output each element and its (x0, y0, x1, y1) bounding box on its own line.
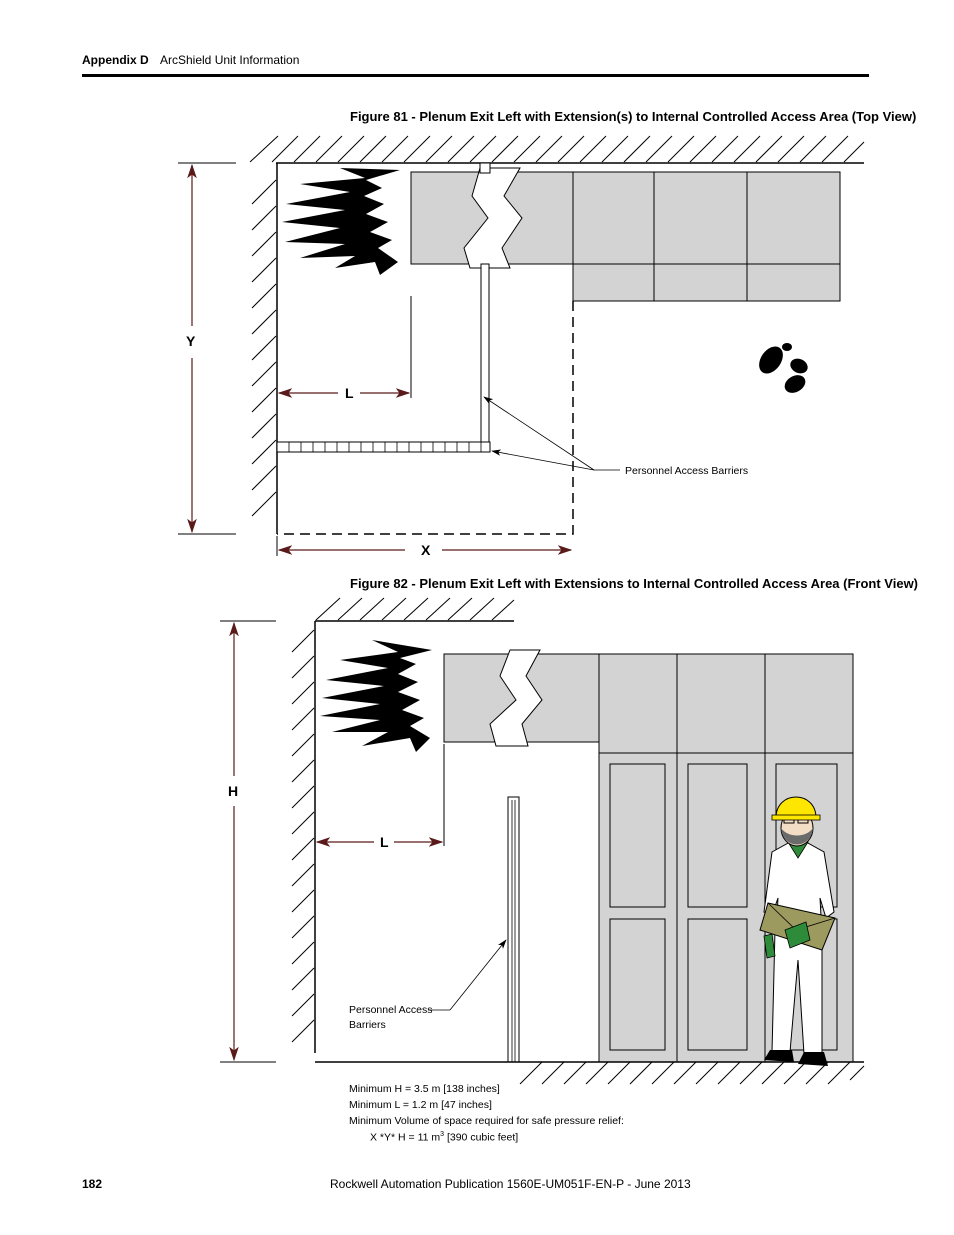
front-left-wall-hatch (291, 629, 315, 1043)
formula-prefix: X *Y* H = 11 m (370, 1131, 441, 1144)
controlled-area-boundary (277, 301, 574, 535)
dim-l-label-top: L (345, 385, 354, 401)
explosion-burst-icon (282, 168, 400, 275)
personnel-barriers-callout-top: Personnel Access Barriers (625, 465, 748, 477)
publication-footer: Rockwell Automation Publication 1560E-UM… (330, 1177, 691, 1191)
front-access-barrier (507, 796, 520, 1063)
personnel-barriers-callout-front-1: Personnel Access (349, 1004, 432, 1016)
personnel-barriers-callout-front-2: Barriers (349, 1019, 386, 1031)
note-min-volume: Minimum Volume of space required for saf… (349, 1115, 624, 1127)
lower-cabinet-row (572, 263, 841, 302)
dim-y-label: Y (186, 333, 196, 349)
break-line-front (489, 649, 543, 747)
explosion-burst-icon-front (320, 640, 432, 752)
figure-82-front-view: H L Personnel Access Barriers (220, 597, 865, 1085)
dim-l-label-front: L (380, 834, 389, 850)
top-wall-hatch (249, 135, 865, 163)
note-min-l: Minimum L = 1.2 m [47 inches] (349, 1099, 492, 1111)
formula-exponent: 3 (440, 1131, 445, 1138)
left-wall-hatch (251, 179, 277, 517)
header-title: ArcShield Unit Information (160, 53, 300, 67)
note-formula: X *Y* H = 11 m3 [390 cubic feet] (370, 1131, 518, 1144)
floor-hatch (519, 1061, 865, 1085)
header-section: Appendix D (82, 53, 149, 67)
figure-81-top-view: Y L X Personnel Access Barriers (178, 135, 865, 558)
dim-x-label: X (421, 542, 431, 558)
page-number: 182 (82, 1177, 103, 1191)
horizontal-access-barrier (276, 441, 491, 453)
figure-81-caption: Figure 81 - Plenum Exit Left with Extens… (350, 109, 917, 124)
formula-suffix: [390 cubic feet] (444, 1131, 519, 1144)
header-rule (82, 74, 869, 77)
note-min-h: Minimum H = 3.5 m [138 inches] (349, 1083, 500, 1095)
figure-82-caption: Figure 82 - Plenum Exit Left with Extens… (350, 576, 919, 591)
vertical-access-barrier (480, 263, 490, 443)
ceiling-hatch (315, 597, 515, 621)
dim-h-label: H (228, 783, 238, 799)
footprints-icon (759, 343, 808, 393)
worker-with-hardhat-icon (759, 796, 836, 1066)
break-line (463, 167, 523, 269)
